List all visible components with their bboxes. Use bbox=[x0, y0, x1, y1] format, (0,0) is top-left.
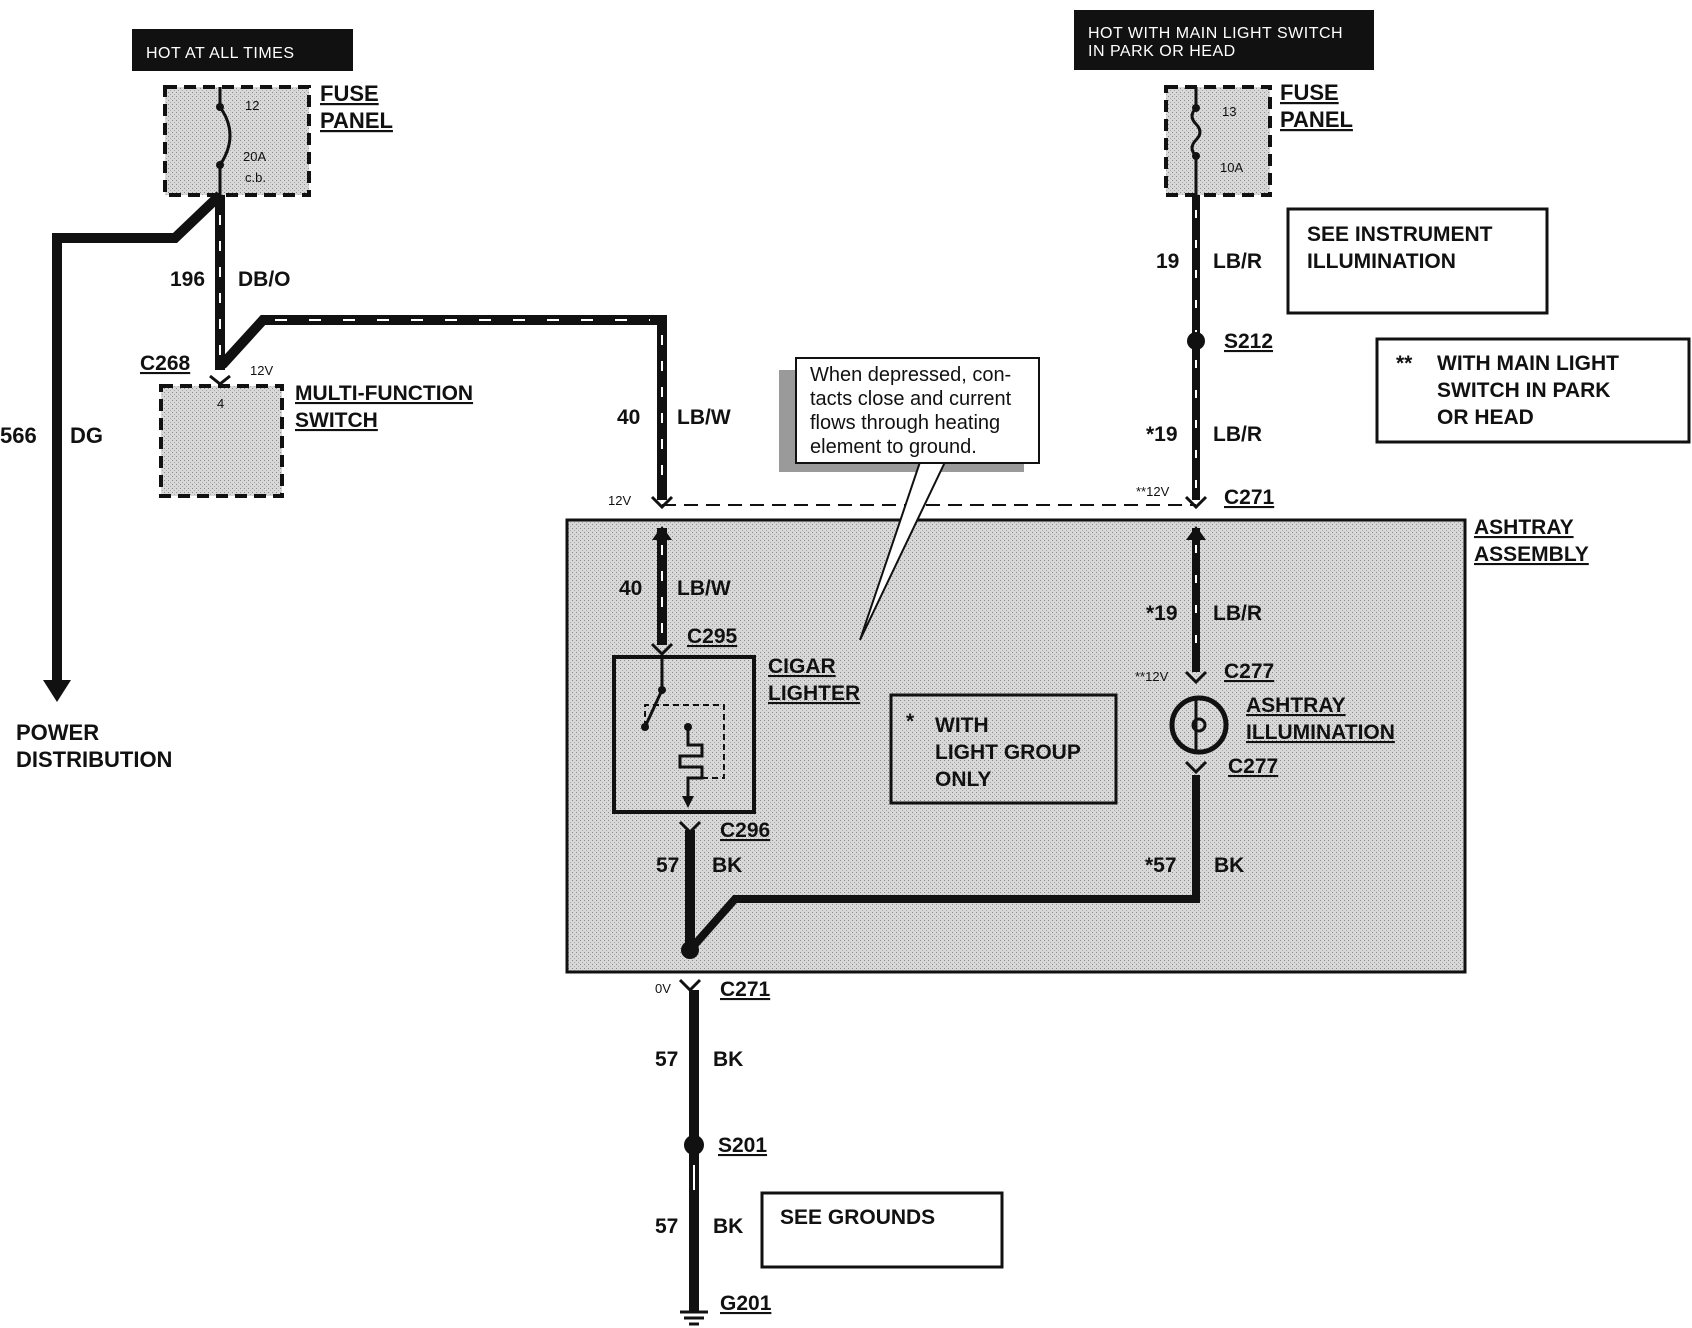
wire-57-right-color: BK bbox=[1214, 854, 1244, 877]
wire-40-inner-number: 40 bbox=[619, 577, 642, 600]
fuse-panel-left bbox=[163, 85, 311, 197]
wire-40-lbw bbox=[218, 315, 667, 500]
wire-57-left-color: BK bbox=[712, 854, 742, 877]
pin-4: 4 bbox=[217, 396, 224, 411]
cigar-lighter-callout bbox=[795, 357, 1040, 464]
wire-19-inner-number: *19 bbox=[1146, 602, 1178, 625]
fuse-panel-right-label-2: PANEL bbox=[1280, 107, 1353, 132]
connector-c295: C295 bbox=[687, 625, 738, 648]
wire-566-color: DG bbox=[70, 423, 103, 448]
wire-57-lower1-color: BK bbox=[713, 1048, 743, 1071]
connector-c296: C296 bbox=[720, 819, 770, 842]
multi-function-switch-label-1: MULTI-FUNCTION bbox=[295, 382, 473, 405]
wire-40-top-number: 40 bbox=[617, 406, 640, 429]
connector-c277-top-voltage: **12V bbox=[1135, 669, 1169, 684]
heating-element-icon bbox=[678, 727, 704, 800]
callout-text-3: flows through heating bbox=[810, 412, 1000, 434]
see-grounds-note bbox=[760, 1191, 1004, 1269]
wire-19-mid-color: LB/R bbox=[1213, 423, 1262, 446]
multi-function-switch-label-2: SWITCH bbox=[295, 409, 378, 432]
hot-main-light-text-2: IN PARK OR HEAD bbox=[1088, 43, 1236, 60]
see-grounds-text: SEE GROUNDS bbox=[780, 1206, 935, 1229]
cigar-lighter-label-2: LIGHTER bbox=[768, 682, 860, 705]
see-instrument-text-1: SEE INSTRUMENT bbox=[1307, 223, 1493, 246]
callout-text-1: When depressed, con- bbox=[810, 364, 1011, 386]
callout-text-4: element to ground. bbox=[810, 436, 977, 458]
see-instrument-text-2: ILLUMINATION bbox=[1307, 250, 1456, 273]
wire-40-top-color: LB/W bbox=[677, 406, 731, 429]
light-group-note bbox=[889, 693, 1118, 805]
wire-566-number: 566 bbox=[0, 423, 37, 448]
cigar-lighter bbox=[612, 655, 756, 814]
ashtray-assembly-label-2: ASSEMBLY bbox=[1474, 543, 1589, 566]
connector-c271-bottom-voltage: 0V bbox=[655, 981, 671, 996]
light-group-text-3: ONLY bbox=[935, 768, 991, 791]
splice-s201-label: S201 bbox=[718, 1134, 767, 1157]
callout-text-2: tacts close and current bbox=[810, 388, 1012, 410]
hot-at-all-times-header bbox=[132, 29, 353, 71]
wire-57-lower1-number: 57 bbox=[655, 1048, 678, 1071]
connector-c271-top: C271 bbox=[1224, 486, 1275, 509]
fuse-right-number: 13 bbox=[1222, 104, 1236, 119]
main-light-text-2: SWITCH IN PARK bbox=[1437, 379, 1610, 402]
fuse-panel-left-label-2: PANEL bbox=[320, 108, 393, 133]
wire-19-top-number: 19 bbox=[1156, 250, 1179, 273]
wire-196-number: 196 bbox=[170, 268, 205, 291]
hot-at-all-times-text: HOT AT ALL TIMES bbox=[146, 45, 295, 62]
fuse-panel-right bbox=[1164, 85, 1272, 197]
power-distribution-arrow bbox=[43, 680, 71, 702]
wire-57-left-number: 57 bbox=[656, 854, 679, 877]
multi-function-switch bbox=[159, 384, 284, 498]
wire-19-mid-number: *19 bbox=[1146, 423, 1178, 446]
ashtray-assembly-label-1: ASHTRAY bbox=[1474, 516, 1574, 539]
power-distribution-label-2: DISTRIBUTION bbox=[16, 747, 172, 772]
power-distribution-label-1: POWER bbox=[16, 720, 99, 745]
splice-s201 bbox=[684, 1135, 704, 1155]
ground-g201: G201 bbox=[720, 1292, 772, 1315]
main-light-switch-note bbox=[1375, 337, 1691, 444]
hot-main-light-text-1: HOT WITH MAIN LIGHT SWITCH bbox=[1088, 25, 1343, 42]
ashtray-bulb-icon bbox=[1169, 695, 1229, 755]
light-group-text-1: WITH bbox=[935, 714, 989, 737]
wire-40-inner-color: LB/W bbox=[677, 577, 731, 600]
fuse-panel-right-label-1: FUSE bbox=[1280, 80, 1339, 105]
connector-c271-bottom: C271 bbox=[720, 978, 771, 1001]
fuse-left-number: 12 bbox=[245, 98, 259, 113]
connector-c268: C268 bbox=[140, 352, 191, 375]
cigar-lighter-label-1: CIGAR bbox=[768, 655, 836, 678]
hot-main-light-header bbox=[1074, 10, 1374, 70]
main-light-star: ** bbox=[1396, 352, 1413, 375]
wire-57-lower2-color: BK bbox=[713, 1215, 743, 1238]
connector-c277-bottom: C277 bbox=[1228, 755, 1278, 778]
light-group-star: * bbox=[906, 710, 915, 733]
splice-s212 bbox=[1187, 332, 1205, 350]
light-group-text-2: LIGHT GROUP bbox=[935, 741, 1081, 764]
wire-57-right-number: *57 bbox=[1145, 854, 1177, 877]
wire-19-inner-color: LB/R bbox=[1213, 602, 1262, 625]
splice-s212-label: S212 bbox=[1224, 330, 1273, 353]
wire-19-top-color: LB/R bbox=[1213, 250, 1262, 273]
main-light-text-1: WITH MAIN LIGHT bbox=[1437, 352, 1619, 375]
wire-57-lower2-number: 57 bbox=[655, 1215, 678, 1238]
connector-c271-top-voltage: **12V bbox=[1136, 484, 1170, 499]
circuit-breaker-symbol bbox=[218, 106, 232, 166]
fuse-symbol bbox=[1190, 106, 1202, 158]
ashtray-illumination-label-1: ASHTRAY bbox=[1246, 694, 1346, 717]
wire-57-right bbox=[687, 775, 1200, 953]
connector-c271-left-voltage: 12V bbox=[608, 493, 631, 508]
fuse-right-rating: 10A bbox=[1220, 160, 1243, 175]
wire-196-color: DB/O bbox=[238, 268, 291, 291]
fuse-left-type: c.b. bbox=[245, 170, 266, 185]
fuse-panel-left-label-1: FUSE bbox=[320, 81, 379, 106]
wire-566-dg bbox=[52, 191, 224, 685]
see-instrument-illumination-note bbox=[1286, 207, 1549, 315]
main-light-text-3: OR HEAD bbox=[1437, 406, 1534, 429]
connector-c268-voltage: 12V bbox=[250, 363, 273, 378]
ashtray-illumination-label-2: ILLUMINATION bbox=[1246, 721, 1395, 744]
lighter-switch-contact bbox=[643, 689, 664, 728]
fuse-left-rating: 20A bbox=[243, 149, 266, 164]
connector-c277-top: C277 bbox=[1224, 660, 1274, 683]
